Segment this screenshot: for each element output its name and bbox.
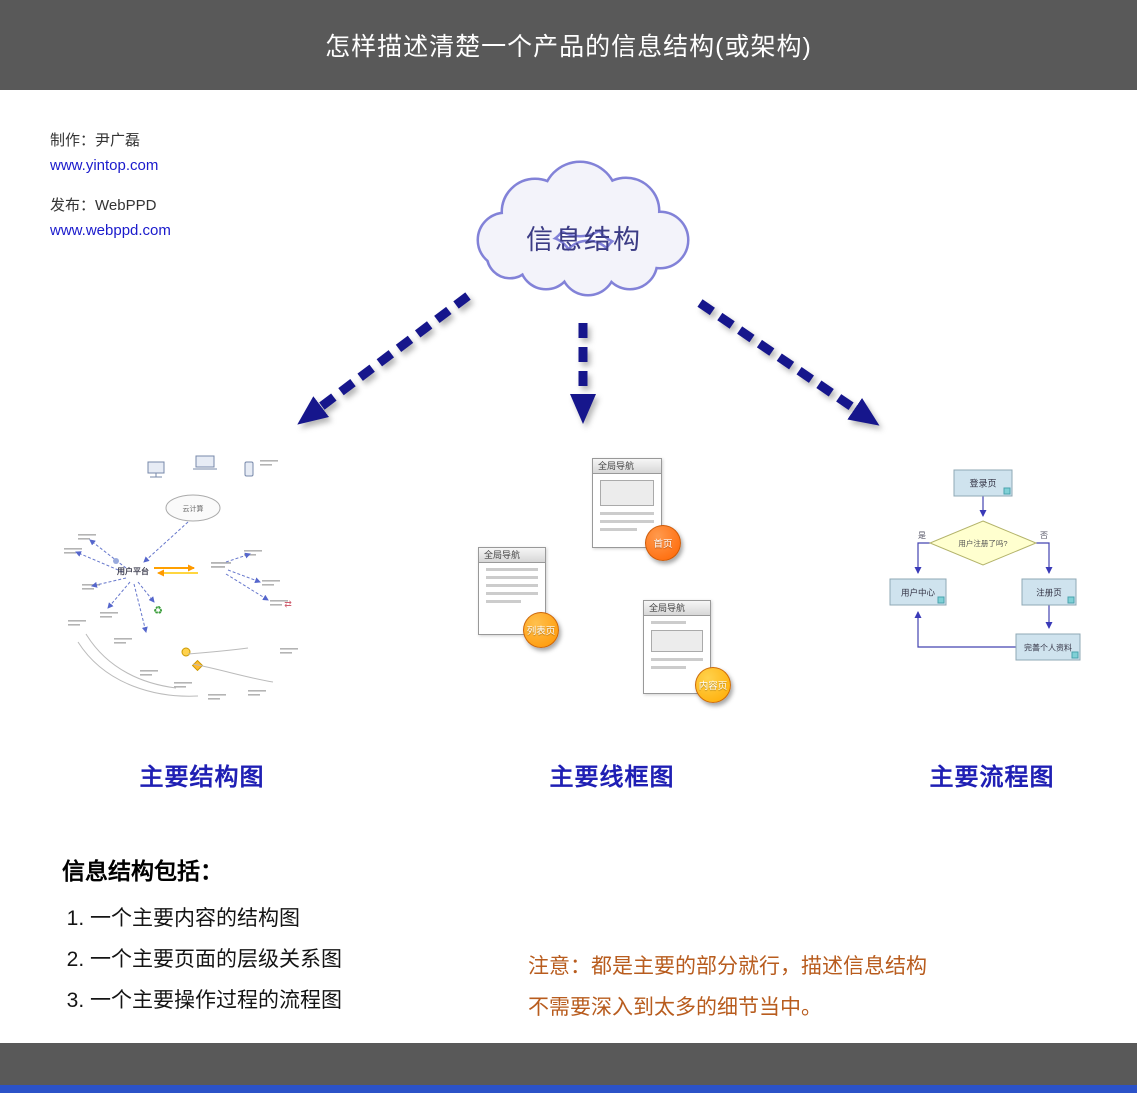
page-title: 怎样描述清楚一个产品的信息结构(或架构) [325,33,812,61]
caption-flow: 主要流程图 [929,764,1055,791]
list-item: 一个主要页面的层级关系图 [90,939,342,980]
user-center-label: 用户中心 [901,588,936,598]
structure-mini-diagram: 云计算 用户平台 ♻ ⇄ [64,455,298,700]
corner-icon [1071,651,1079,659]
wireframe-line [486,592,538,595]
wireframe-nav-label: 全局导航 [593,459,661,474]
wireframe-line [600,528,637,531]
decision-diamond [928,520,1038,566]
flow-curves [77,633,274,697]
note-line: 注意：都是主要的部分就行，描述信息结构 [528,955,927,978]
caption-wireframe: 主要线框图 [549,764,675,791]
diamond-icon [191,659,204,672]
caption-structure: 主要结构图 [139,764,265,791]
user-center-box [889,578,947,606]
profile-label: 完善个人资料 [1024,643,1072,653]
corner-icon [937,596,945,604]
exchange-icon: ⇄ [284,599,292,609]
note-line: 不需要深入到太多的细节当中。 [528,996,822,1019]
maker-link[interactable]: www.yintop.com [50,157,159,174]
cloud-label: 信息结构 [526,225,642,255]
wireframe-line [486,584,538,587]
flow-edges [914,496,1053,648]
flow-nodes: 登录页 用户注册了吗? 用户中心 注册页 完善个人资料 [889,469,1081,661]
wireframe-nav-label: 全局导航 [479,548,545,563]
wireframe-line [486,576,538,579]
publisher-label: 发布：WebPPD [50,197,157,214]
bottom-heading: 信息结构包括： [62,858,223,884]
footer-bar [0,1043,1137,1085]
wireframe-line [600,512,654,515]
hub-label: 用户平台 [116,566,149,576]
note-text: 注意：都是主要的部分就行，描述信息结构 不需要深入到太多的细节当中。 [528,946,998,1028]
login-box [953,469,1013,497]
device-icons [147,455,254,478]
wireframe-line [486,568,538,571]
node-icon [181,647,191,657]
badge-home: 首页 [645,525,681,561]
credits-block: 制作：尹广磊 www.yintop.com 发布：WebPPD www.webp… [50,132,171,262]
arrow-to-flow [697,299,880,426]
exchange-arrows [154,564,198,577]
badge-list: 列表页 [523,612,559,648]
register-label: 注册页 [1036,588,1062,598]
list-item: 一个主要操作过程的流程图 [90,980,342,1021]
wireframe-line [651,621,686,624]
corner-icon [1003,487,1011,495]
profile-box [1015,633,1081,661]
wireframe-line [651,658,703,661]
wireframe-line [651,666,686,669]
arrow-to-structure [297,292,471,425]
text-placeholders [64,460,298,700]
bottom-list: 一个主要内容的结构图 一个主要页面的层级关系图 一个主要操作过程的流程图 [62,898,342,1021]
register-box [1021,578,1077,606]
login-label: 登录页 [969,479,996,489]
maker-label: 制作：尹广磊 [50,132,141,149]
relation-lines [75,521,269,633]
recycle-icon: ♻ [153,605,163,617]
wireframe-line [486,600,521,603]
flow-mini-diagram: 登录页 用户注册了吗? 用户中心 注册页 完善个人资料 是 否 [889,469,1081,661]
badge-content: 内容页 [695,667,731,703]
list-item: 一个主要内容的结构图 [90,898,342,939]
header-bar: 怎样描述清楚一个产品的信息结构(或架构) [0,0,1137,90]
corner-icon [1067,596,1075,604]
mini-cloud-label: 云计算 [183,504,204,513]
wireframe-content-box [651,630,703,652]
edge-yes-label: 是 [918,531,926,540]
decision-label: 用户注册了吗? [958,538,1007,548]
wireframe-content-box [600,480,654,506]
info-structure-cloud: 信息结构 [476,160,690,297]
wireframe-nav-label: 全局导航 [644,601,710,616]
publisher-link[interactable]: www.webppd.com [50,222,171,239]
wireframe-line [600,520,654,523]
wireframe-content: 全局导航 [643,600,711,694]
footer-accent-line [0,1085,1137,1093]
hub-icon [113,558,119,564]
edge-no-label: 否 [1040,531,1048,540]
mini-cloud: 云计算 [165,494,221,522]
